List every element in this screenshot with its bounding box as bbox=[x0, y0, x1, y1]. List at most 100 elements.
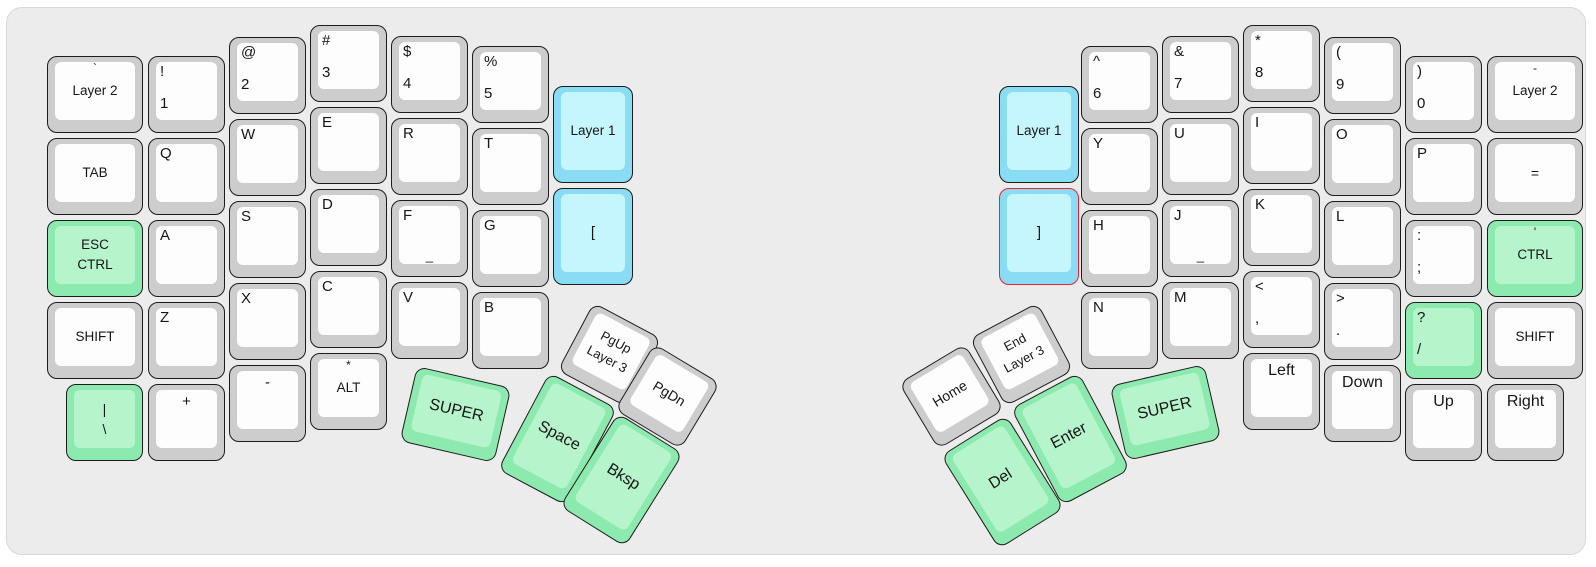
key-shift-right[interactable]: SHIFT bbox=[1487, 302, 1583, 379]
key-dollar-4[interactable]: $4 bbox=[391, 36, 468, 113]
keycap-face: :; bbox=[1413, 226, 1474, 284]
key-label: 9 bbox=[1336, 76, 1345, 93]
key-star-alt[interactable]: *ALT bbox=[310, 353, 387, 430]
key-d[interactable]: D bbox=[310, 189, 387, 266]
key-label: 8 bbox=[1255, 64, 1264, 81]
key-percent-5[interactable]: %5 bbox=[472, 46, 549, 123]
key-w[interactable]: W bbox=[229, 119, 306, 196]
key-y[interactable]: Y bbox=[1081, 128, 1158, 205]
key-m[interactable]: M bbox=[1162, 282, 1239, 359]
key-label: X bbox=[241, 290, 252, 307]
key-label: TAB bbox=[82, 163, 107, 183]
key-label: 6 bbox=[1093, 85, 1102, 102]
keycap-face: T bbox=[480, 134, 541, 192]
keycap-face: U bbox=[1170, 124, 1231, 182]
keycap-face: M bbox=[1170, 288, 1231, 346]
key-v[interactable]: V bbox=[391, 282, 468, 359]
keycap-face: *8 bbox=[1251, 31, 1312, 89]
key-u[interactable]: U bbox=[1162, 118, 1239, 195]
key-super-left[interactable]: SUPER bbox=[399, 366, 512, 463]
key-e[interactable]: E bbox=[310, 107, 387, 184]
keycap-face: $4 bbox=[399, 42, 460, 100]
key-r[interactable]: R bbox=[391, 118, 468, 195]
key-minus-layer2[interactable]: -Layer 2 bbox=[1487, 56, 1583, 133]
key-label: Layer 2 bbox=[72, 83, 118, 99]
key-label: % bbox=[484, 53, 498, 70]
key-label-line: [ bbox=[590, 224, 596, 242]
key-label: - bbox=[265, 374, 270, 391]
key-gt-period[interactable]: >. bbox=[1324, 283, 1401, 360]
key-a[interactable]: A bbox=[148, 220, 225, 297]
key-k[interactable]: K bbox=[1243, 189, 1320, 266]
key-lbracket[interactable]: [ bbox=[553, 188, 633, 285]
key-f[interactable]: F_ bbox=[391, 200, 468, 277]
key-down-arrow[interactable]: Down bbox=[1324, 365, 1401, 442]
key-super-right[interactable]: SUPER bbox=[1109, 364, 1222, 461]
key-pipe-backslash[interactable]: |\ bbox=[66, 384, 143, 461]
key-label: Enter bbox=[1047, 417, 1092, 455]
keycap-face: ] bbox=[1007, 194, 1071, 272]
key-q[interactable]: Q bbox=[148, 138, 225, 215]
key-grave-layer2[interactable]: ` Layer 2 bbox=[47, 56, 143, 133]
key-label: ` bbox=[93, 61, 97, 75]
key-lparen-9[interactable]: (9 bbox=[1324, 37, 1401, 114]
key-excl-1[interactable]: !1 bbox=[148, 56, 225, 133]
key-z[interactable]: Z bbox=[148, 302, 225, 379]
key-label: N bbox=[1093, 299, 1104, 316]
keycap-face: + bbox=[156, 390, 217, 448]
keycap-face: TAB bbox=[55, 144, 135, 202]
key-caret-6[interactable]: ^6 bbox=[1081, 46, 1158, 123]
key-layer1-left[interactable]: Layer 1 bbox=[553, 86, 633, 183]
key-equals[interactable]: = bbox=[1487, 138, 1583, 215]
key-label: ? bbox=[1417, 309, 1426, 326]
key-c[interactable]: C bbox=[310, 271, 387, 348]
key-shift-left[interactable]: SHIFT bbox=[47, 302, 143, 379]
key-hash-3[interactable]: #3 bbox=[310, 25, 387, 102]
key-h[interactable]: H bbox=[1081, 210, 1158, 287]
key-up-arrow[interactable]: Up bbox=[1405, 384, 1482, 461]
key-label: F bbox=[403, 207, 413, 224]
key-label: SUPER bbox=[1135, 392, 1194, 427]
key-x[interactable]: X bbox=[229, 283, 306, 360]
key-at-2[interactable]: @2 bbox=[229, 37, 306, 114]
key-t[interactable]: T bbox=[472, 128, 549, 205]
key-star-8[interactable]: *8 bbox=[1243, 25, 1320, 102]
key-label: B bbox=[484, 299, 495, 316]
key-label: SHIFT bbox=[76, 327, 115, 347]
key-amp-7[interactable]: &7 bbox=[1162, 36, 1239, 113]
key-l[interactable]: L bbox=[1324, 201, 1401, 278]
key-label: T bbox=[484, 135, 494, 152]
key-n[interactable]: N bbox=[1081, 292, 1158, 369]
key-lt-comma[interactable]: <, bbox=[1243, 271, 1320, 348]
key-minus[interactable]: - bbox=[229, 365, 306, 442]
key-left-arrow[interactable]: Left bbox=[1243, 353, 1320, 430]
key-label-line: \ bbox=[102, 421, 107, 437]
key-label: $ bbox=[403, 43, 412, 60]
key-i[interactable]: I bbox=[1243, 107, 1320, 184]
key-p[interactable]: P bbox=[1405, 138, 1482, 215]
key-colon-semicolon[interactable]: :; bbox=[1405, 220, 1482, 297]
key-layer1-right[interactable]: Layer 1 bbox=[999, 86, 1079, 183]
key-label: Layer 1 bbox=[570, 121, 615, 141]
key-o[interactable]: O bbox=[1324, 119, 1401, 196]
key-label-line: Bksp bbox=[603, 460, 643, 494]
key-quote-ctrl[interactable]: 'CTRL bbox=[1487, 220, 1583, 297]
key-question-slash[interactable]: ?/ bbox=[1405, 302, 1482, 379]
key-label: A bbox=[160, 227, 171, 244]
key-j[interactable]: J_ bbox=[1162, 200, 1239, 277]
keycap-face: PgDn bbox=[628, 352, 711, 435]
key-tab[interactable]: TAB bbox=[47, 138, 143, 215]
key-s[interactable]: S bbox=[229, 201, 306, 278]
key-label: W bbox=[241, 126, 256, 143]
key-label: 1 bbox=[160, 95, 169, 112]
key-g[interactable]: G bbox=[472, 210, 549, 287]
key-right-arrow[interactable]: Right bbox=[1487, 384, 1564, 461]
key-plus[interactable]: + bbox=[148, 384, 225, 461]
key-rbracket[interactable]: ] bbox=[999, 188, 1079, 285]
key-b[interactable]: B bbox=[472, 292, 549, 369]
key-rparen-0[interactable]: )0 bbox=[1405, 56, 1482, 133]
